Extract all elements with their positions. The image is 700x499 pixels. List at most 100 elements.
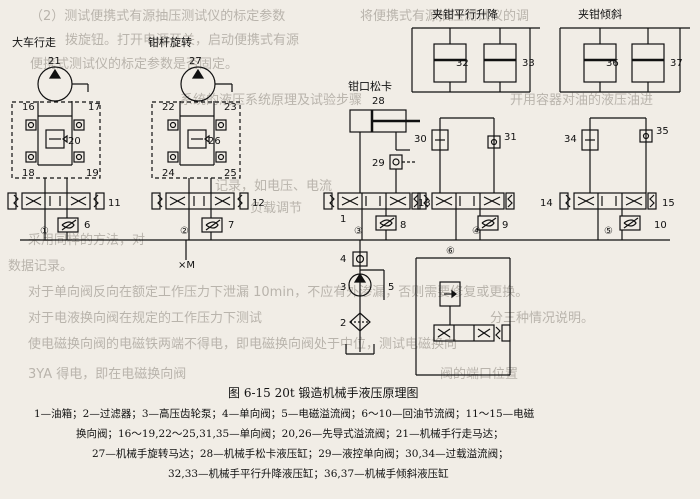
- figure-title: 图 6-15 20t 锻造机械手液压原理图: [228, 386, 419, 400]
- clamp-lift-circuit: [411, 27, 540, 241]
- bg-text-11: 对于单向阀反向在额定工作压力下泄漏 10min，不应有外渗漏，否则需要修复或更换…: [28, 284, 528, 300]
- circle-4: ④: [472, 226, 481, 237]
- check-valve-18: [25, 151, 37, 163]
- label-24: 24: [162, 168, 175, 179]
- filter-2: [349, 312, 371, 332]
- label-2: 2: [340, 318, 346, 329]
- bg-text-13: 分三种情况说明。: [490, 311, 594, 326]
- label-35: 35: [656, 126, 669, 137]
- label-18: 18: [22, 168, 35, 179]
- relief-valve-20: [45, 129, 65, 149]
- circle-5: ⑤: [604, 226, 613, 237]
- throttle-valve-10: [619, 215, 641, 231]
- bg-text-4: 便携式测试仪的标定参数是否固定。: [30, 56, 238, 72]
- directional-valve-11: [21, 192, 91, 210]
- throttle-valve-6: [57, 217, 79, 233]
- label-21: 21: [48, 56, 61, 67]
- directional-valve-13: [431, 192, 505, 210]
- directional-valve-15: [573, 192, 647, 210]
- title-clamp-release: 钳口松卡: [348, 79, 392, 93]
- label-36: 36: [606, 58, 619, 69]
- label-20: 20: [68, 136, 81, 147]
- travel-circuit: [7, 66, 130, 241]
- check-valve-23: [215, 119, 227, 131]
- circle-6: ⑥: [446, 246, 455, 257]
- label-3: 3: [340, 282, 346, 293]
- bg-text-8: 负载调节: [250, 201, 302, 216]
- pump-station: [185, 240, 385, 355]
- label-25: 25: [224, 168, 237, 179]
- lower-right-circuit: [415, 257, 511, 376]
- lift-cylinder-33: [483, 43, 517, 83]
- pilot-check-valve-29: [389, 154, 403, 170]
- label-15: 15: [662, 198, 675, 209]
- label-12: 12: [252, 198, 265, 209]
- label-26: 26: [208, 136, 221, 147]
- label-6: 6: [84, 220, 90, 231]
- valve-block-rotate: [151, 101, 241, 179]
- label-m: ×M: [178, 260, 195, 271]
- bg-text-3: 拨旋钮。打开电源开关，启动便携式有源: [65, 32, 299, 48]
- check-valve-17: [73, 119, 85, 131]
- directional-valve-clamp: [337, 192, 411, 210]
- label-37: 37: [670, 58, 683, 69]
- bg-text-12: 对于电液换向阀在规定的工作压力下测试: [28, 310, 262, 326]
- component-labels: 21 27 16 17 20 18 19 22 23 26 24 25 11 1…: [22, 56, 683, 329]
- clamp-release-circuit: [310, 109, 421, 241]
- label-14: 14: [540, 198, 553, 209]
- label-32: 32: [456, 58, 469, 69]
- bg-text-10: 数据记录。: [8, 259, 73, 274]
- check-valve-16: [25, 119, 37, 131]
- motor-21-triangle: [48, 68, 62, 79]
- valve-block-travel: [11, 101, 101, 179]
- label-27: 27: [189, 56, 202, 67]
- label-10: 10: [654, 220, 667, 231]
- label-5: 5: [388, 282, 394, 293]
- clamp-tilt-circuit: [520, 27, 690, 241]
- label-29: 29: [372, 158, 385, 169]
- bg-text-5: 系统的液压系统原理及试验步骤: [180, 92, 362, 108]
- label-13: 13: [418, 198, 431, 209]
- circle-2: ②: [180, 226, 189, 237]
- directional-valve-14: [433, 324, 495, 342]
- label-31: 31: [504, 132, 517, 143]
- label-7: 7: [228, 220, 234, 231]
- rotate-circuit: [130, 66, 310, 241]
- label-28: 28: [372, 96, 385, 107]
- title-rotate: 钳杆旋转: [148, 35, 192, 49]
- bg-text-14: 使电磁换向阀的电磁铁两端不得电，即电磁换向阀处于中位，测试电磁换向: [28, 336, 457, 352]
- circle-1: ①: [40, 226, 49, 237]
- label-11: 11: [108, 198, 121, 209]
- relief-valve-26: [187, 129, 207, 149]
- caption-line-2: 换向阀；16～19,22～25,31,35—单向阀；20,26—先导式溢流阀；2…: [76, 428, 504, 440]
- check-valve-4: [352, 251, 368, 267]
- circle-3: ③: [354, 226, 363, 237]
- check-valve-19: [73, 151, 85, 163]
- throttle-valve-9: [477, 215, 499, 231]
- bg-text-2: 将便携式有源抽压测试仪的调: [360, 8, 529, 24]
- label-1: 1: [340, 214, 346, 225]
- tilt-cylinder-37: [631, 43, 665, 83]
- caption-line-4: 32,33—机械手平行升降液压缸；36,37—机械手倾斜液压缸: [168, 468, 449, 480]
- label-4: 4: [340, 254, 346, 265]
- label-30: 30: [414, 134, 427, 145]
- background-text: （2）测试便携式有源抽压测试仪的标定参数 将便携式有源抽压测试仪的调 拨旋钮。打…: [8, 8, 653, 382]
- label-16: 16: [22, 102, 35, 113]
- check-valve-24: [167, 151, 179, 163]
- check-valve-25: [215, 151, 227, 163]
- bg-text-7: 记录，如电压、电流: [215, 178, 332, 194]
- caption-line-3: 27—机械手旋转马达；28—机械手松卡液压缸；29—液控单向阀；30,34—过载…: [92, 448, 509, 460]
- label-33: 33: [522, 58, 535, 69]
- bg-text-16: 阀的端口位置: [440, 366, 518, 382]
- check-valve-22: [167, 119, 179, 131]
- label-8: 8: [400, 220, 406, 231]
- directional-valve-12: [165, 192, 235, 210]
- section-titles: 大车行走 钳杆旋转 钳口松卡 夹钳平行升降 夹钳倾斜: [12, 7, 622, 93]
- label-9: 9: [502, 220, 508, 231]
- caption-line-1: 1—油箱；2—过滤器；3—高压齿轮泵；4—单向阀；5—电磁溢流阀；6～10—回油…: [34, 408, 535, 420]
- label-23: 23: [224, 102, 237, 113]
- throttle-valve-7: [201, 217, 223, 233]
- label-19: 19: [86, 168, 99, 179]
